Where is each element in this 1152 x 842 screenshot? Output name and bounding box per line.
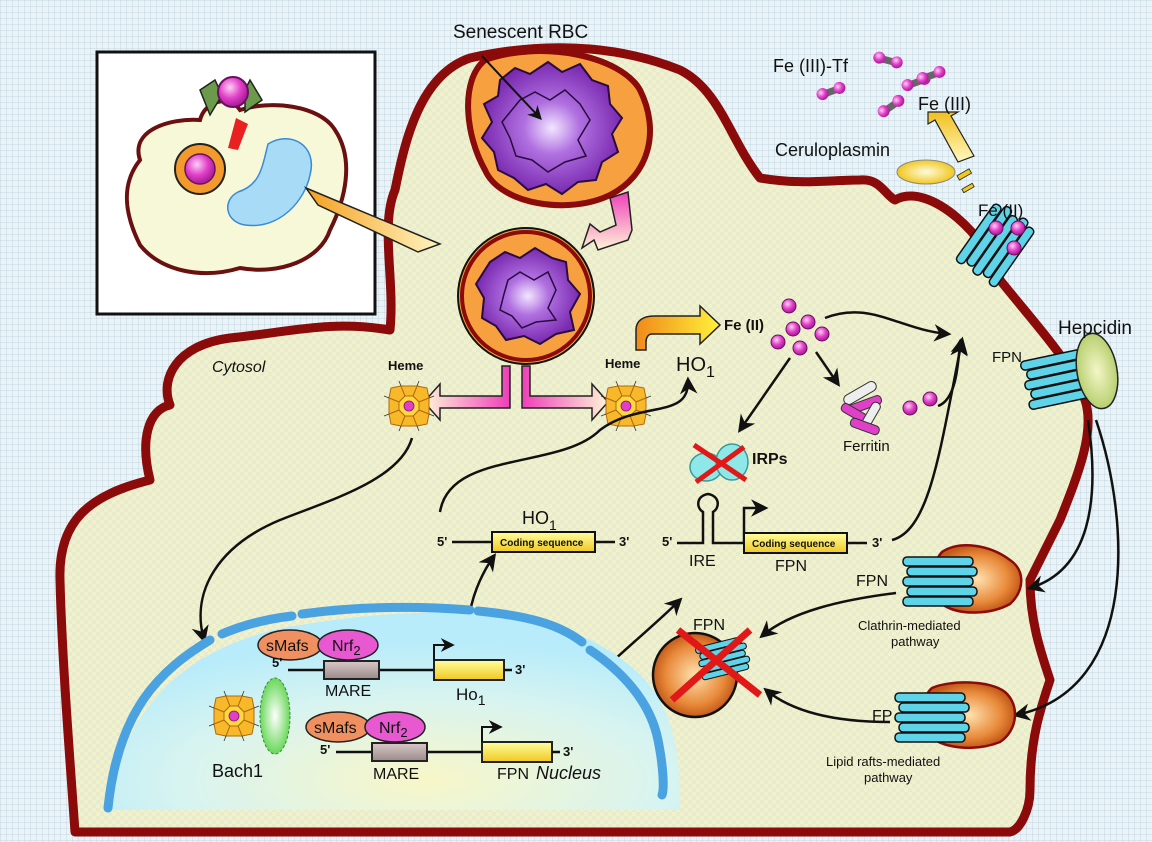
fe2-label-outside: Fe (II) <box>978 201 1023 220</box>
fe3-label: Fe (III) <box>918 94 971 114</box>
lipid-to-lysosome-arrow <box>763 687 891 724</box>
fe3-transferrin-molecules <box>816 51 946 118</box>
heme-release-arrow-right <box>521 365 610 422</box>
irps <box>689 442 749 485</box>
inset-macrophage-panel <box>95 50 443 316</box>
fpn-mrna-5prime: 5' <box>662 534 672 549</box>
lipid-pathway-line1: Lipid rafts-mediated <box>826 754 940 769</box>
fpn-degraded-cross-icon <box>669 627 763 703</box>
fe2-to-irps-arrow <box>738 357 792 433</box>
mare-label-1: MARE <box>325 683 371 700</box>
heme-label-left: Heme <box>388 358 423 373</box>
ho1-mrna-5prime: 5' <box>437 534 447 549</box>
heme-release-arrow-left <box>422 365 511 422</box>
smafs-label-1: sMafs <box>266 638 309 655</box>
ho1-gene-promoter: 5' 3' <box>257 629 525 681</box>
nucleus-label: Nucleus <box>536 763 601 783</box>
irps-inhibited-cross-icon <box>692 442 748 485</box>
irps-label: IRPs <box>752 451 788 468</box>
fpn-gene-box <box>481 741 553 763</box>
fpn-coding-sequence-label: Coding sequence <box>752 539 836 550</box>
clathrin-to-lysosome-arrow <box>759 591 897 639</box>
fe2-iron-cluster <box>770 298 830 356</box>
heme-molecule-left <box>383 380 435 432</box>
fpn-clathrin-label: FPN <box>856 573 888 590</box>
fpn-gene-5prime: 5' <box>320 742 330 757</box>
hepcidin-lipid-arrow <box>1012 419 1120 721</box>
heme-label-right: Heme <box>605 356 640 371</box>
fpn-mrna-3prime: 3' <box>872 535 882 550</box>
inset-zoom-arrow <box>303 186 443 253</box>
clathrin-pathway-line1: Clathrin-mediated <box>858 618 961 633</box>
fpn-mrna-label: FPN <box>775 558 807 575</box>
smafs-label-2: sMafs <box>314 720 357 737</box>
fpn-mrna-to-membrane-arrow <box>891 336 968 542</box>
ho1-gene-5prime: 5' <box>272 655 282 670</box>
hepcidin-clathrin-arrow <box>1026 419 1094 593</box>
hepcidin-label: Hepcidin <box>1058 318 1132 339</box>
fpn-degraded-label: FPN <box>693 617 725 634</box>
fpn-lipid-bundle <box>894 692 970 743</box>
ferroxidase-arrow <box>927 111 975 163</box>
ceruloplasmin <box>896 159 956 185</box>
engulf-arrow <box>580 190 633 251</box>
ho1-gene-3prime: 3' <box>515 662 525 677</box>
transferrin-molecule <box>877 94 905 118</box>
ho1-coding-sequence-label: Coding sequence <box>500 538 584 549</box>
ferritin <box>840 381 883 436</box>
nrf2-label-1: Nrf2 <box>332 638 361 658</box>
fpn-gene-promoter: 5' 3' <box>305 711 573 763</box>
lipid-pathway-line2: pathway <box>864 770 913 785</box>
mare-label-2: MARE <box>373 766 419 783</box>
fe2-exported-spheres <box>988 220 1026 256</box>
nrf2-label-2: Nrf2 <box>379 720 408 740</box>
senescent-rbc-label: Senescent RBC <box>453 22 588 43</box>
cytosol-label: Cytosol <box>212 359 266 376</box>
hepcidin <box>1075 332 1119 410</box>
clathrin-pathway-line2: pathway <box>891 634 940 649</box>
fe2-label-inside: Fe (II) <box>724 317 764 334</box>
phagosome <box>457 227 595 365</box>
heme-to-bach1-arrow <box>191 437 414 644</box>
ho1-conversion-arrow <box>635 304 722 351</box>
heme-bach1-bound <box>208 690 260 742</box>
ho1-mrna-label: HO1 <box>522 508 557 533</box>
ho1-label-top: HO1 <box>676 354 715 381</box>
ferritin-label: Ferritin <box>843 438 890 455</box>
ceruloplasmin-label: Ceruloplasmin <box>775 140 890 160</box>
bach1-label: Bach1 <box>212 761 263 781</box>
bach1-protein <box>259 677 291 755</box>
fpn-gene-3prime: 3' <box>563 744 573 759</box>
senescent-rbc <box>465 48 653 209</box>
fe2-to-fpn-arrow <box>824 311 952 342</box>
ho1-mrna-3prime: 3' <box>619 534 629 549</box>
fpn-membrane-label: FPN <box>992 349 1022 366</box>
ho1-protein-arrow <box>438 376 698 513</box>
transferrin-molecule <box>916 65 946 85</box>
fe2-to-ferritin-arrow <box>814 351 840 387</box>
ho1-gene-label: Ho1 <box>456 685 486 708</box>
transferrin-molecule <box>816 81 846 101</box>
ho1-gene-box <box>433 659 505 681</box>
fpn-gene-label: FPN <box>497 766 529 783</box>
fe3-tf-label: Fe (III)-Tf <box>773 56 849 76</box>
ire-label: IRE <box>689 553 716 570</box>
fpn-clathrin-bundle <box>902 556 978 607</box>
